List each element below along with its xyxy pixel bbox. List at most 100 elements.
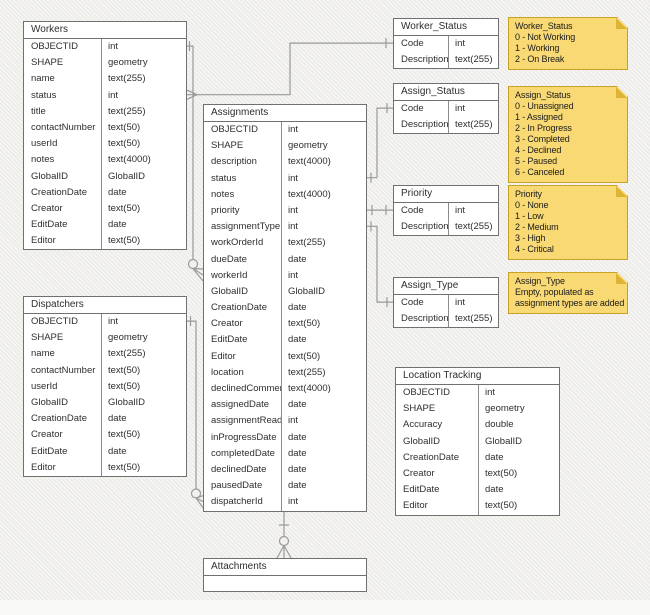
column-divider bbox=[448, 101, 449, 134]
field-name: SHAPE bbox=[31, 332, 64, 344]
field-type: GlobalID bbox=[108, 396, 145, 408]
field-type: int bbox=[108, 316, 119, 327]
field-type: date bbox=[288, 480, 307, 492]
field-name: CreationDate bbox=[211, 302, 267, 314]
field-type: text(50) bbox=[485, 500, 518, 512]
field-type: text(255) bbox=[455, 221, 493, 233]
field-name: SHAPE bbox=[211, 140, 244, 152]
column-divider bbox=[101, 39, 102, 250]
field-type: double bbox=[485, 419, 514, 431]
field-type: text(255) bbox=[455, 54, 493, 66]
field-type: int bbox=[108, 89, 119, 101]
table-title: Assign_Status bbox=[394, 84, 498, 101]
field-type: geometry bbox=[485, 403, 525, 415]
connector-workers-assignments[interactable] bbox=[185, 41, 204, 282]
note-line: 3 - Completed bbox=[515, 134, 570, 144]
field-type: text(50) bbox=[108, 121, 141, 133]
field-type: text(50) bbox=[288, 350, 321, 362]
field-type: text(255) bbox=[288, 237, 326, 249]
table-attachments[interactable]: Attachments bbox=[203, 558, 367, 592]
field-name: EditDate bbox=[403, 484, 440, 496]
note-title: Priority bbox=[515, 189, 542, 199]
field-type: text(255) bbox=[288, 366, 326, 378]
field-name: location bbox=[211, 366, 244, 378]
field-row: location text(255) bbox=[204, 365, 366, 381]
field-name: Creator bbox=[31, 429, 63, 441]
field-name: Creator bbox=[211, 318, 243, 330]
table-fields bbox=[204, 576, 366, 591]
field-type: date bbox=[288, 253, 307, 265]
field-type: int bbox=[108, 41, 119, 52]
connector-dispatchers-assignments[interactable] bbox=[185, 316, 204, 509]
note-line: 1 - Low bbox=[515, 211, 544, 221]
connector-assignments-attachments[interactable] bbox=[276, 510, 292, 559]
field-row: workOrderId text(255) bbox=[204, 235, 366, 251]
field-name: contactNumber bbox=[31, 121, 96, 133]
field-type: text(50) bbox=[108, 235, 141, 247]
connector-assignments-priority[interactable] bbox=[365, 205, 393, 216]
connector-assignments-assignstatus[interactable] bbox=[365, 103, 393, 183]
field-type: text(4000) bbox=[288, 156, 331, 168]
table-title: Attachments bbox=[204, 559, 366, 576]
table-title: Priority bbox=[394, 186, 498, 203]
field-type: text(255) bbox=[108, 105, 146, 117]
field-type: date bbox=[108, 413, 127, 425]
connector-assignments-assigntype[interactable] bbox=[365, 221, 393, 308]
column-divider bbox=[281, 122, 282, 511]
field-name: notes bbox=[31, 154, 55, 166]
field-name: OBJECTID bbox=[211, 124, 258, 135]
field-name: GlobalID bbox=[403, 435, 440, 447]
connector-workers-workerstatus[interactable] bbox=[184, 38, 393, 101]
field-name: workOrderId bbox=[211, 237, 264, 249]
field-type: int bbox=[455, 38, 466, 49]
field-type: date bbox=[288, 334, 307, 346]
note-line: 2 - On Break bbox=[515, 54, 565, 64]
note-title: Assign_Type bbox=[515, 276, 565, 286]
field-name: completedDate bbox=[211, 447, 275, 459]
canvas-footer-strip bbox=[0, 600, 650, 615]
field-row: OBJECTID int bbox=[204, 122, 366, 138]
crows-foot-marker bbox=[276, 545, 292, 559]
folded-corner-icon bbox=[616, 87, 627, 98]
field-name: Editor bbox=[211, 350, 236, 362]
note-line: Empty, populated as bbox=[515, 287, 594, 297]
field-name: declinedComment bbox=[211, 383, 281, 394]
field-name: GlobalID bbox=[31, 170, 68, 182]
field-type: text(4000) bbox=[288, 383, 331, 394]
field-type: int bbox=[288, 124, 299, 135]
field-type: int bbox=[288, 172, 299, 184]
field-name: EditDate bbox=[31, 445, 68, 457]
field-name: Code bbox=[401, 205, 424, 216]
